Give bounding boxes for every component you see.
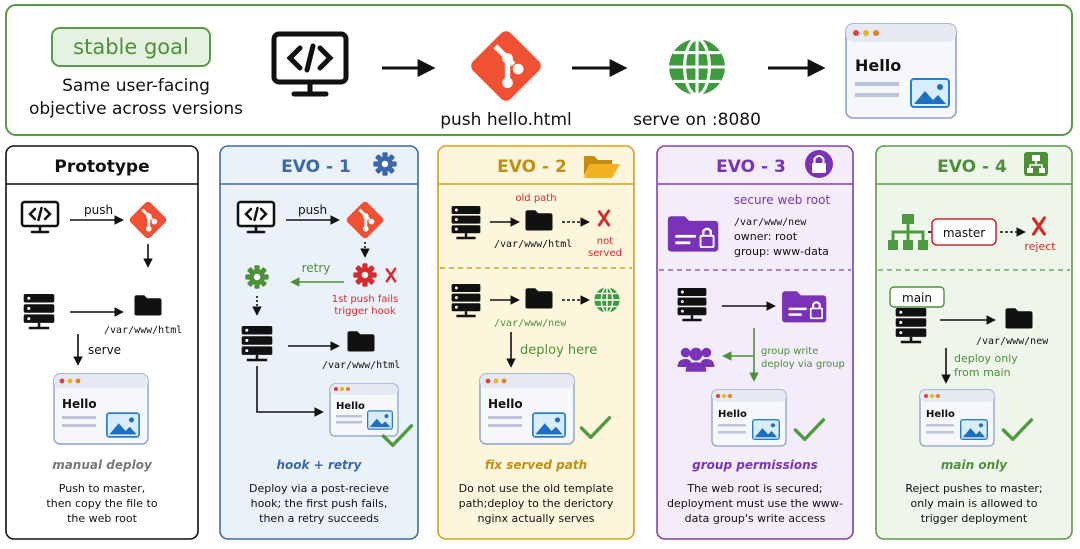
browser-window-icon: Hello [919, 389, 995, 447]
path-label: /var/www/new [976, 336, 1049, 347]
fail-label-1: 1st push fails [332, 294, 399, 305]
desc-line3: then a retry succeeds [259, 512, 379, 525]
folder-icon [134, 295, 162, 316]
panel-evo-3: EVO - 3 secure web root /var/www/new own… [656, 145, 854, 540]
desc-line3: the web root [67, 512, 138, 525]
lock-icon [805, 150, 833, 178]
path-label: /var/www/html [322, 360, 400, 371]
desc-line1: Push to master, [59, 482, 145, 495]
push-label: push hello.html [440, 110, 572, 130]
desc-line3: data group's write access [685, 512, 826, 525]
panel-caption: hook + retry [277, 458, 363, 472]
folder-icon [347, 331, 375, 352]
desc-line1: Deploy via a post-recieve [249, 482, 389, 495]
desc-line2: only main is allowed to [911, 497, 1038, 510]
browser-hello: Hello [718, 409, 747, 420]
push-label: push [84, 203, 113, 217]
serve-label: serve [88, 343, 121, 357]
group-write-label: group write [761, 346, 818, 357]
deploy-only-label: deploy only [954, 352, 1018, 365]
browser-window-icon: Hello [711, 389, 787, 447]
browser-window-icon: Hello [479, 373, 575, 445]
panel-title: EVO - 1 [281, 157, 351, 177]
browser-hello: Hello [855, 56, 901, 75]
old-path-label: old path [515, 193, 556, 204]
desc-line3: trigger deployment [921, 512, 1028, 525]
goal-description-line1: Same user-facing [62, 76, 210, 96]
deploy-via-group-label: deploy via group [761, 359, 845, 370]
panel-caption: fix served path [485, 458, 587, 472]
serve-label: serve on :8080 [633, 110, 761, 130]
browser-window-icon: Hello [845, 23, 957, 119]
server-icon [22, 292, 56, 330]
master-label: master [943, 226, 985, 240]
panel-title: EVO - 2 [497, 157, 567, 177]
desc-line2: hook; the first push fails, [251, 497, 388, 510]
browser-hello: Hello [926, 409, 955, 420]
folder-open-icon [584, 156, 620, 178]
secure-folder-icon [781, 290, 828, 324]
server-icon [240, 324, 274, 362]
push-label: push [298, 203, 327, 217]
desc-line2: path;deploy to the derictory [459, 497, 614, 510]
panel-title: EVO - 4 [937, 157, 1007, 177]
not-served-label-1: not [597, 236, 613, 247]
reject-label: reject [1024, 240, 1056, 253]
stable-goal-label: stable goal [73, 35, 189, 59]
retry-label: retry [302, 261, 331, 275]
panel-caption: main only [941, 458, 1008, 472]
desc-line1: The web root is secured; [686, 482, 822, 495]
panel-caption: group permissions [692, 458, 818, 472]
fail-label-2: trigger hook [334, 306, 396, 317]
not-served-label-2: served [588, 248, 622, 259]
desc-line1: Do not use the old template [459, 482, 614, 495]
secure-web-root-label: secure web root [734, 193, 831, 207]
globe-icon [593, 286, 621, 314]
server-icon [894, 306, 928, 344]
desc-line1: Reject pushes to master; [905, 482, 1042, 495]
globe-icon [667, 37, 727, 97]
browser-hello: Hello [62, 397, 97, 411]
desc-line3: nginx actually serves [478, 512, 595, 525]
browser-window-icon: Hello [53, 373, 149, 445]
gear-icon [373, 152, 397, 176]
group-label: group: www-data [734, 245, 829, 258]
path-label-new: /var/www/new [494, 318, 567, 329]
folder-icon [1005, 308, 1033, 329]
browser-hello: Hello [488, 397, 523, 411]
top-banner: stable goal Same user-facing objective a… [5, 4, 1073, 136]
folder-icon [525, 210, 553, 231]
gear-icon [245, 265, 269, 289]
panel-evo-4: EVO - 4 master reject main /var/www/new … [875, 145, 1073, 540]
master-branch-badge [931, 218, 997, 246]
desc-line2: then copy the file to [46, 497, 157, 510]
panel-evo-1: EVO - 1 push 1st push fails trigger hook… [219, 145, 419, 540]
server-icon [450, 204, 482, 240]
main-branch-badge [889, 286, 945, 308]
hierarchy-icon [1024, 152, 1048, 176]
browser-window-icon: Hello [329, 383, 399, 437]
browser-hello: Hello [336, 401, 365, 412]
gear-icon [353, 263, 377, 287]
owner-label: owner: root [734, 230, 798, 243]
path-label: /var/www/new [734, 217, 807, 228]
path-label: /var/www/html [104, 325, 182, 336]
folder-icon [525, 288, 553, 309]
panel-title: EVO - 3 [716, 157, 786, 177]
main-label: main [902, 291, 932, 305]
from-main-label: from main [954, 366, 1011, 379]
panel-caption: manual deploy [52, 458, 153, 472]
secure-folder-icon [666, 215, 720, 253]
panel-evo-2: EVO - 2 old path /var/www/html not serve… [437, 145, 635, 540]
path-label-old: /var/www/html [494, 239, 572, 250]
deploy-here-label: deploy here [520, 343, 597, 358]
panel-title: Prototype [54, 157, 149, 177]
panel-prototype: Prototype push /var/www/html serve Hello… [5, 145, 199, 540]
desc-line2: deployment must use the www- [667, 497, 843, 510]
stable-goal-badge [51, 27, 211, 67]
goal-description-line2: objective across versions [29, 99, 243, 119]
